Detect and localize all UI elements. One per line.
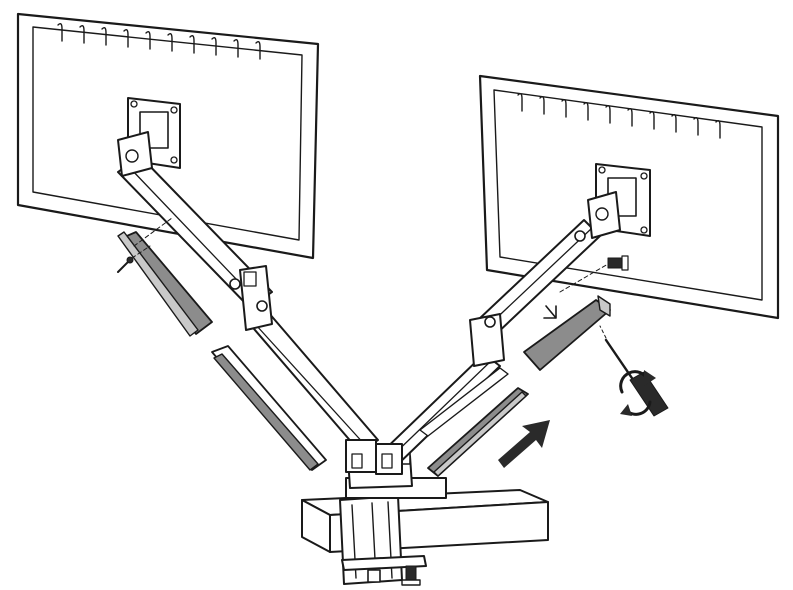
insert-arrow-icon [498, 420, 550, 468]
cable-cover-right-upper [523, 295, 611, 371]
right-vesa-plate [587, 163, 651, 239]
left-vesa-plate [117, 97, 181, 177]
cable-cover-left-lower [211, 345, 327, 471]
rotate-arrow-icon [619, 370, 656, 416]
screw [117, 245, 151, 273]
left-upper-arm [117, 155, 273, 331]
desk-clamp [339, 495, 427, 586]
left-lower-arm [247, 311, 379, 473]
right-screw-parts [543, 255, 629, 319]
cable-cover-right-lower [427, 387, 529, 477]
right-upper-arm [469, 219, 601, 367]
screwdriver [599, 325, 669, 417]
right-monitor-cable-ticks [517, 92, 721, 139]
cable-cover-left-upper [117, 217, 213, 337]
right-lower-arm [375, 353, 509, 475]
desk [301, 489, 549, 553]
left-monitor-cable-ticks [57, 22, 261, 60]
